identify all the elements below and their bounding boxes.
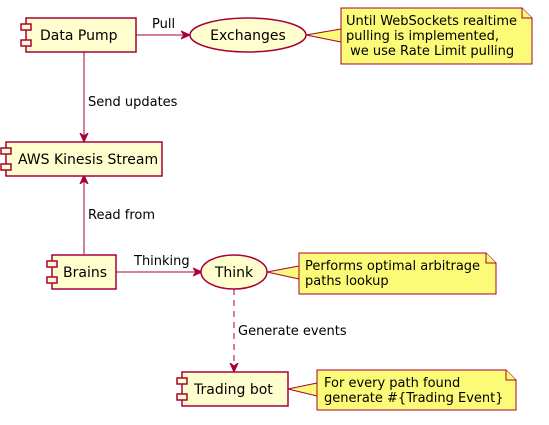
- note-line: generate #{Trading Event}: [324, 391, 504, 406]
- edge-label-send-updates: Send updates: [88, 95, 178, 110]
- note-trading: For every path found generate #{Trading …: [316, 369, 517, 411]
- edge-label-read-from: Read from: [88, 208, 155, 223]
- component-icon: [0, 163, 12, 171]
- node-label-data-pump: Data Pump: [40, 28, 118, 44]
- component-icon: [46, 260, 58, 268]
- component-aws-kinesis-stream[interactable]: AWS Kinesis Stream: [0, 141, 163, 177]
- note-line: For every path found: [324, 376, 460, 391]
- note-arbitrage: Performs optimal arbitrage paths lookup: [298, 252, 497, 295]
- edge-send-updates: Send updates: [84, 52, 178, 142]
- edge-label-generate-events: Generate events: [238, 324, 347, 339]
- node-label-exchanges: Exchanges: [210, 28, 286, 44]
- edge-pull: Pull: [136, 17, 190, 35]
- node-label-trading-bot: Trading bot: [193, 382, 273, 398]
- edge-label-pull: Pull: [152, 17, 175, 32]
- note-line: pulling is implemented,: [346, 29, 499, 44]
- component-data-pump[interactable]: Data Pump: [20, 17, 137, 53]
- usecase-exchanges[interactable]: Exchanges: [189, 17, 307, 53]
- node-label-kinesis: AWS Kinesis Stream: [18, 152, 158, 168]
- note-line: we use Rate Limit pulling: [346, 44, 514, 59]
- component-icon: [20, 23, 32, 31]
- note-line: paths lookup: [305, 274, 389, 289]
- note-line: Until WebSockets realtime: [346, 14, 517, 29]
- edge-generate-events: Generate events: [234, 289, 347, 372]
- note-line: Performs optimal arbitrage: [305, 259, 480, 274]
- note-websockets: Until WebSockets realtime pulling is imp…: [340, 7, 533, 65]
- component-brains[interactable]: Brains: [46, 254, 117, 290]
- component-icon: [20, 39, 32, 47]
- usecase-think[interactable]: Think: [200, 254, 268, 290]
- component-trading-bot[interactable]: Trading bot: [176, 371, 289, 407]
- note-connector-websockets: [305, 28, 342, 43]
- node-label-think: Think: [214, 265, 254, 281]
- note-connector-trading: [287, 382, 318, 397]
- node-label-brains: Brains: [63, 265, 107, 281]
- component-icon: [176, 377, 188, 385]
- component-icon: [176, 393, 188, 401]
- edge-thinking: Thinking: [116, 254, 202, 272]
- component-icon: [46, 276, 58, 284]
- edge-read-from: Read from: [84, 175, 155, 254]
- note-connector-arbitrage: [266, 265, 300, 280]
- edge-label-thinking: Thinking: [133, 254, 190, 269]
- component-icon: [0, 147, 12, 155]
